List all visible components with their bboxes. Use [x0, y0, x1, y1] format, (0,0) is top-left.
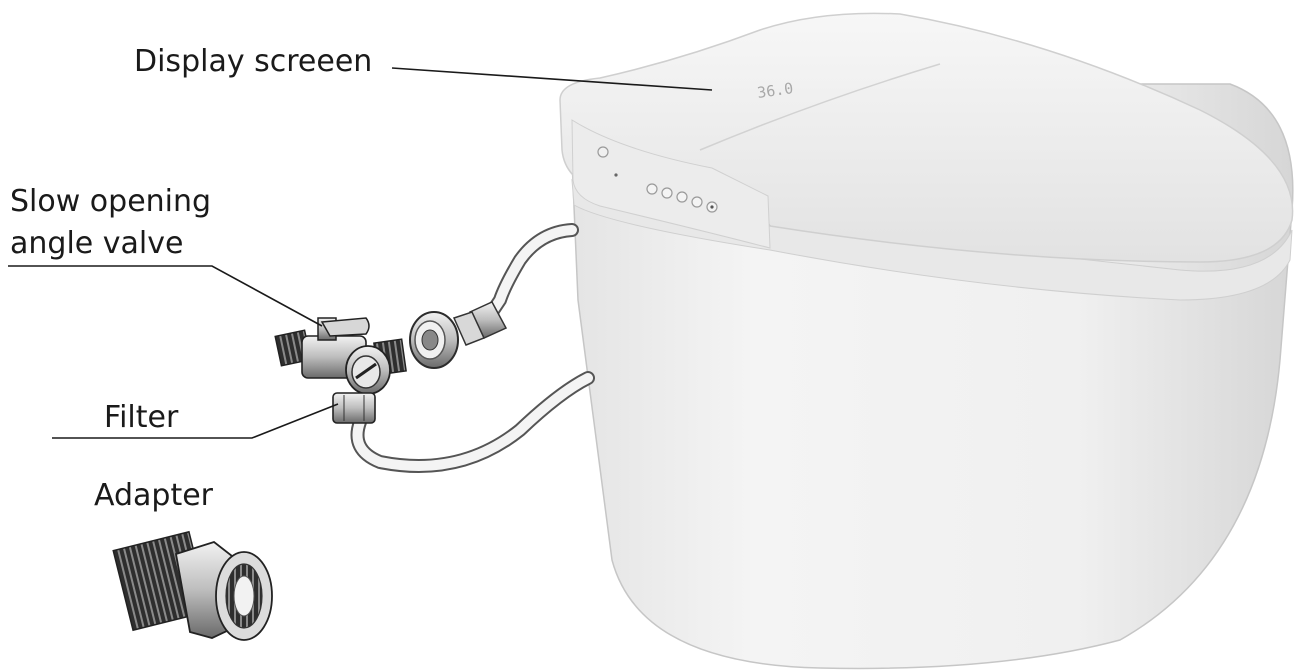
water-hose [488, 230, 572, 318]
angle-valve-label-line2: angle valve [10, 226, 183, 262]
hose-connector [410, 302, 506, 368]
display-screen-label: Display screeen [134, 44, 372, 80]
adapter-fitting [113, 532, 272, 640]
lower-hose [358, 378, 589, 466]
leader-angle-valve [8, 266, 322, 326]
toilet-body: 36.0 [560, 13, 1293, 668]
sensor-icon [598, 147, 608, 157]
adapter-label: Adapter [94, 478, 213, 514]
angle-valve [275, 318, 406, 423]
angle-valve-label-line1: Slow opening [10, 184, 211, 220]
filter-label: Filter [104, 400, 178, 436]
leader-filter [52, 404, 338, 438]
